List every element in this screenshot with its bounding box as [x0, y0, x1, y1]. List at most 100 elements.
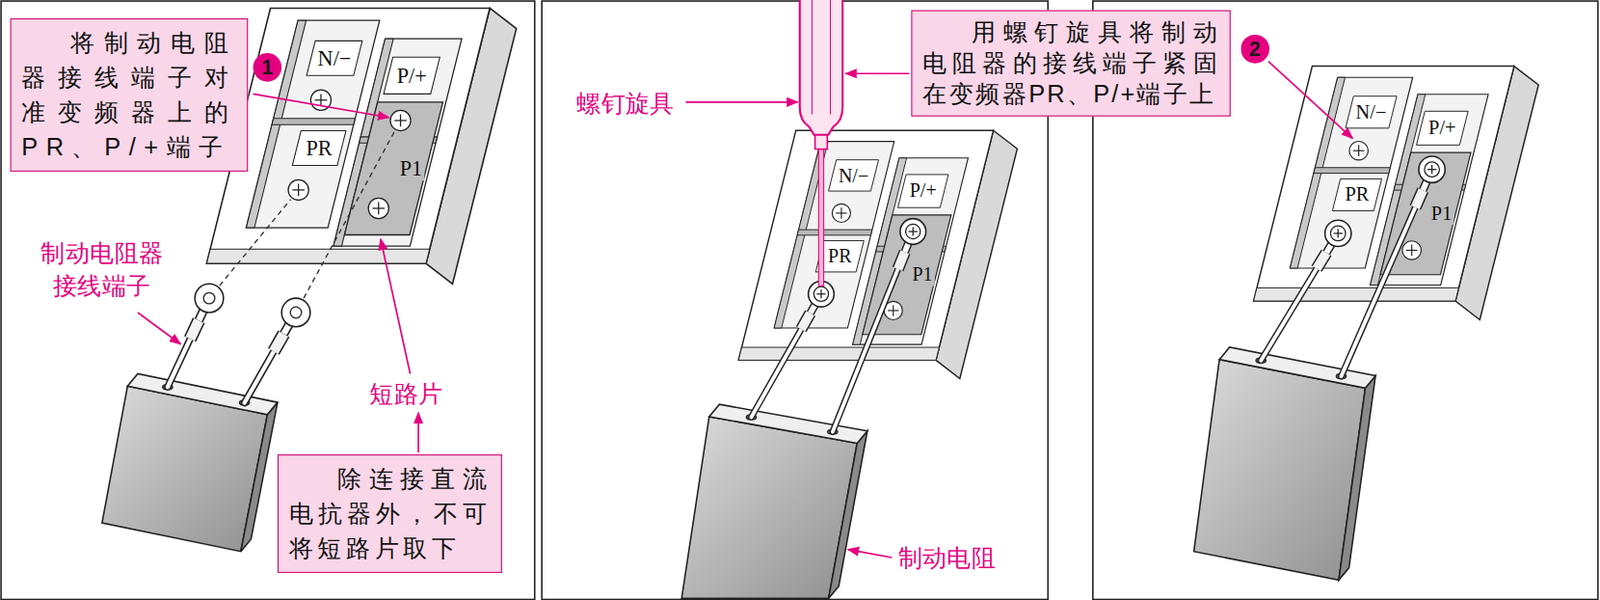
resistor-front — [681, 416, 857, 598]
leader-arrow — [380, 239, 411, 374]
panel-frame — [0, 0, 535, 599]
leader-arrow — [137, 312, 181, 345]
crimp-sleeve — [1414, 189, 1423, 208]
screw-slot — [297, 184, 299, 197]
terminal-name: N/− — [315, 46, 353, 72]
block-body — [738, 130, 993, 360]
crimp-sleeve — [898, 251, 906, 269]
ring-lug — [1341, 156, 1446, 376]
brake-resistor — [681, 403, 868, 598]
wire — [832, 268, 899, 432]
resistor-side — [828, 430, 868, 599]
callout-box: 用螺钉旋具将制动 电阻器的接线端子紧固 在变频器PR、P/+端子上 — [910, 10, 1230, 117]
terminal-step — [271, 118, 355, 125]
crimp-sleeve — [273, 333, 284, 351]
screw-head — [1402, 240, 1421, 260]
wire — [244, 350, 274, 402]
callout-text: 用螺钉旋具将制动 电阻器的接线端子紧固 在变频器PR、P/+端子上 — [922, 17, 1220, 109]
lug-hole — [290, 306, 302, 319]
wire — [167, 338, 190, 387]
screw-head — [1424, 161, 1440, 178]
terminal-step — [797, 229, 873, 236]
screw-head — [1349, 140, 1368, 160]
screw-slot — [320, 93, 321, 107]
terminal-face — [1345, 96, 1397, 129]
screw-head — [288, 179, 309, 200]
crimp-sleeve — [1316, 252, 1327, 269]
part-label: 短路片 — [369, 377, 443, 411]
screw-head — [368, 197, 389, 218]
leader-arrow — [1268, 61, 1353, 139]
screw-head — [1330, 225, 1346, 241]
screw-slot — [912, 226, 914, 236]
terminal-face — [383, 56, 440, 94]
terminal-name: P/+ — [907, 180, 939, 203]
crimp-sleeve — [898, 251, 906, 269]
screwdriver — [800, 0, 843, 286]
terminal-name: PR — [826, 244, 854, 267]
screw-slot — [892, 304, 894, 316]
crimp-sleeve — [800, 313, 810, 330]
screw-slot — [377, 202, 379, 215]
resistor-side — [1338, 375, 1376, 581]
handle-grip-line — [829, 0, 831, 115]
handle-grip-line — [811, 0, 813, 115]
screwdriver-handle — [800, 0, 843, 135]
screw-slot — [1358, 144, 1360, 157]
resistor-front — [102, 385, 268, 552]
terminal-face — [828, 160, 880, 191]
shorting-plate — [344, 102, 443, 236]
terminal-name: P1 — [398, 156, 426, 182]
alignment-line — [303, 131, 395, 298]
lug-ring — [281, 297, 311, 327]
terminal-name: P1 — [909, 263, 934, 286]
leader-arrow — [253, 93, 390, 117]
screw-head — [813, 286, 828, 301]
crimp-sleeve — [189, 320, 199, 339]
crimp-sleeve — [1316, 252, 1327, 269]
wire — [832, 268, 899, 432]
lug-ring — [900, 218, 927, 245]
ring-lug — [750, 280, 834, 417]
wire — [1341, 207, 1416, 376]
ring-lug — [244, 297, 311, 402]
screw-slot — [820, 288, 822, 299]
leader-arrow — [417, 412, 420, 453]
terminal-name: N/− — [1353, 101, 1388, 124]
wire — [750, 328, 801, 417]
ring-lug — [167, 283, 224, 387]
wire — [244, 350, 274, 402]
screwdriver-shaft — [818, 146, 824, 286]
terminal-name: P/+ — [395, 63, 429, 89]
leader-arrow — [848, 549, 893, 558]
lug-ring — [194, 283, 224, 313]
crimp-sleeve — [1414, 189, 1423, 208]
block-base — [1253, 287, 1460, 301]
screw-slot — [1431, 163, 1433, 176]
terminal-name: PR — [303, 135, 334, 161]
screw-slot — [400, 114, 401, 128]
callout-text: 除连接直流 电抗器外，不可 将短路片取下 — [289, 461, 492, 566]
part-label: 螺钉旋具 — [576, 87, 675, 121]
block-body — [206, 7, 490, 264]
terminal-face — [898, 174, 949, 208]
lug-ring — [1418, 156, 1445, 183]
screw-slot — [820, 289, 822, 298]
block-base — [738, 346, 939, 360]
screw-head — [831, 203, 851, 222]
wire — [167, 338, 190, 387]
screw-slot — [840, 207, 842, 218]
screw-slot — [1337, 227, 1339, 240]
terminal-name: N/− — [836, 163, 872, 187]
crimp-sleeve — [273, 333, 284, 351]
screw-slot — [1337, 228, 1339, 238]
terminal-name: P1 — [1429, 202, 1455, 225]
callout-box: 除连接直流 电抗器外，不可 将短路片取下 — [277, 453, 503, 573]
wire — [750, 328, 801, 417]
leader-arrow — [845, 72, 909, 75]
terminal-face — [306, 40, 363, 76]
lug-ring — [1325, 219, 1352, 246]
screw-head — [906, 223, 921, 239]
terminal-face — [1416, 110, 1469, 145]
alignment-line — [219, 199, 292, 286]
